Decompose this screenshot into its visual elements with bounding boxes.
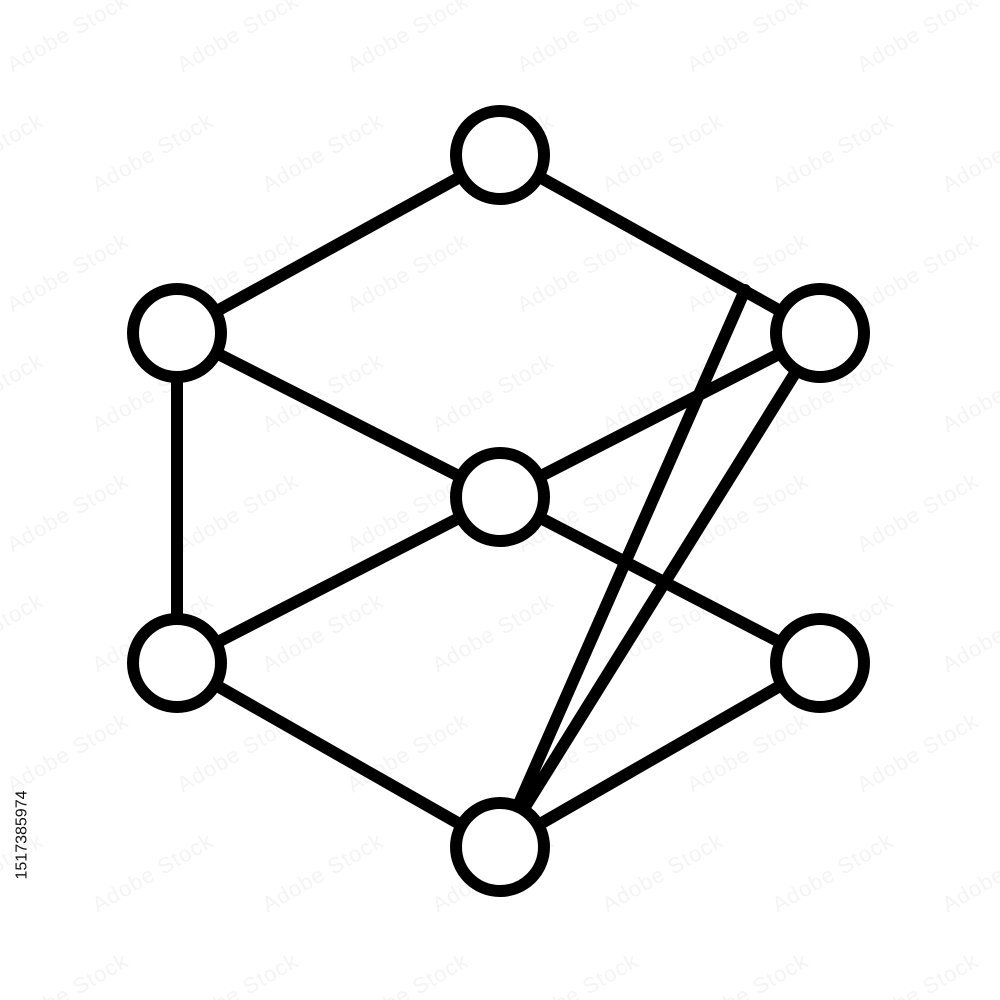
node-left-lower — [127, 613, 227, 713]
edge-top-right-edge-bottom — [494, 284, 751, 853]
edge-top-left-upper — [171, 149, 506, 339]
edge-right-lower-bottom — [494, 657, 826, 853]
node-right-upper — [770, 283, 870, 383]
node-bottom — [450, 797, 550, 897]
nodes-group — [127, 105, 870, 897]
edge-left-upper-center — [171, 327, 506, 503]
edge-center-left-lower — [171, 491, 506, 669]
edge-top-right-upper — [494, 149, 826, 339]
stock-id-text: 1517385974 — [13, 790, 31, 880]
node-left-upper — [127, 283, 227, 383]
edge-left-lower-bottom — [171, 657, 506, 853]
edge-right-upper-bottom — [494, 327, 826, 853]
node-right-lower — [770, 613, 870, 713]
node-top — [450, 105, 550, 205]
edges-group — [171, 149, 826, 853]
edge-right-upper-center — [494, 327, 826, 503]
node-center — [450, 447, 550, 547]
stock-id-label: 1517385974 — [4, 760, 40, 910]
